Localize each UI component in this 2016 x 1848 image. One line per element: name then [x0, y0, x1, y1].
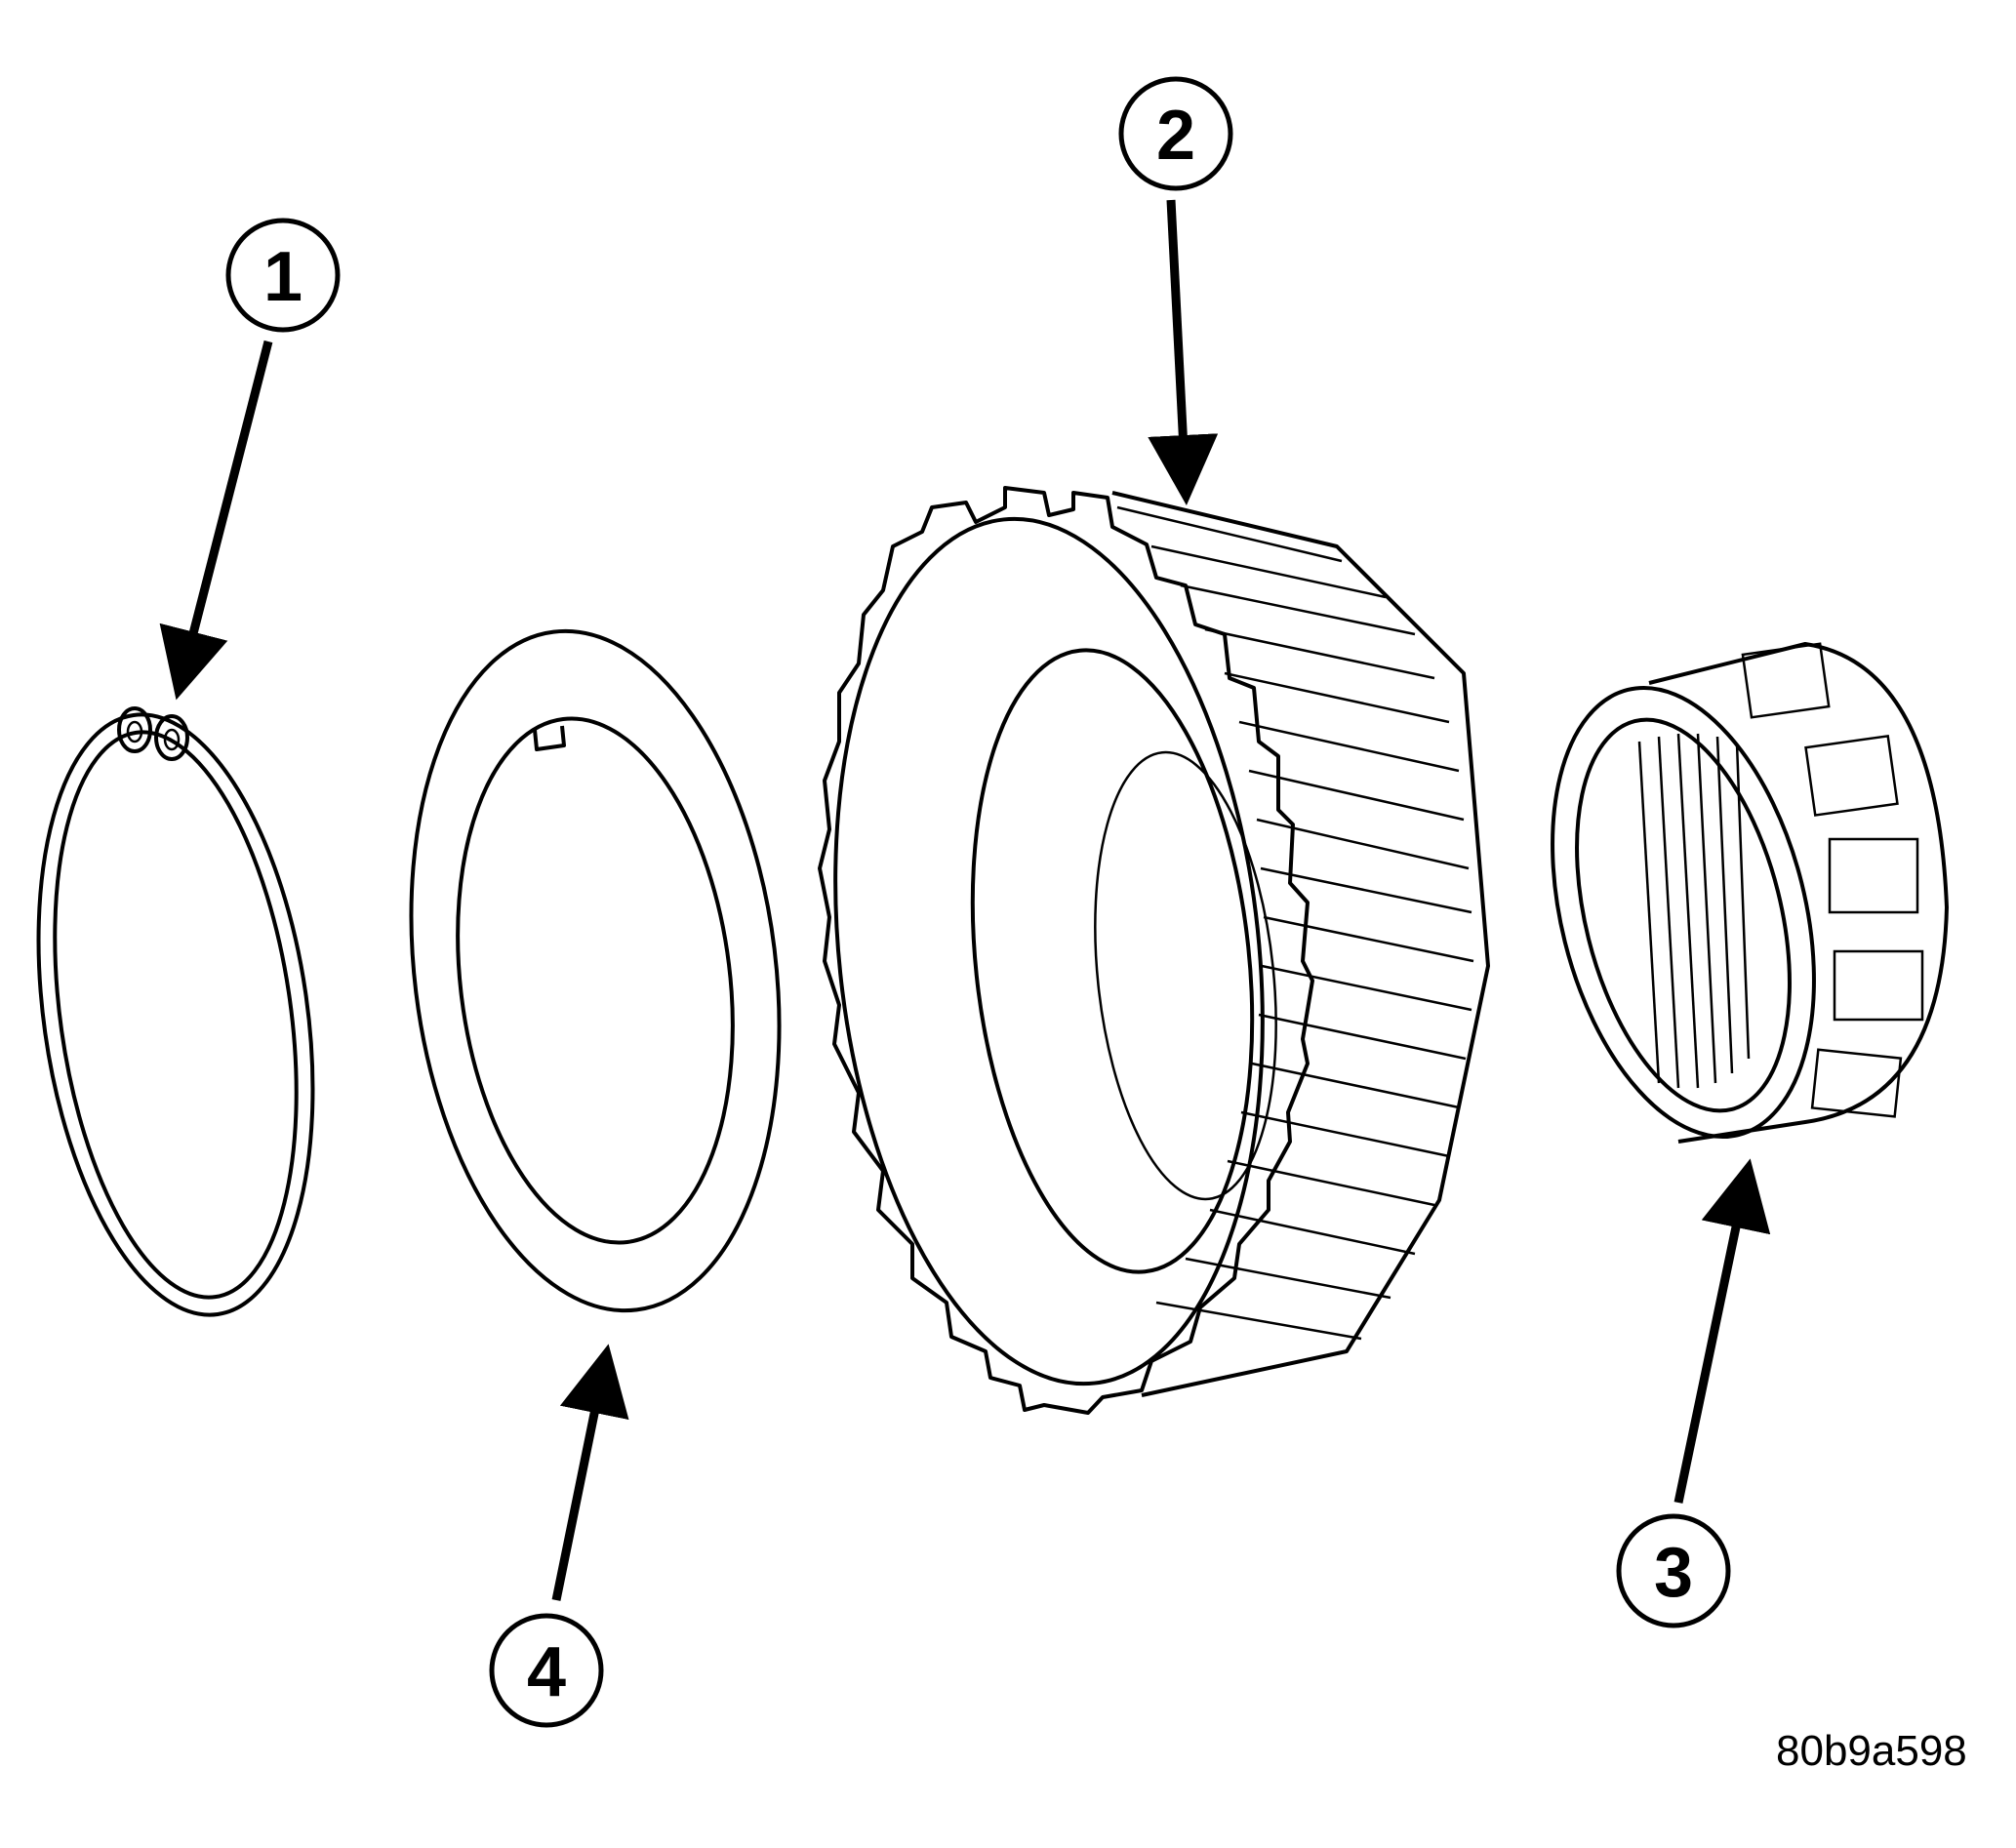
callout-2: 2: [1118, 76, 1233, 191]
callout-2-label: 2: [1156, 97, 1195, 175]
clutch-hub-part: [818, 486, 1490, 1415]
arrow-1: [159, 340, 273, 701]
leader-arrows: [159, 199, 1771, 1601]
callout-3-label: 3: [1654, 1534, 1693, 1612]
snap-ring-part: [36, 706, 315, 1317]
callout-1: 1: [225, 218, 341, 333]
thrust-washer-part: [409, 628, 782, 1313]
callout-4: 4: [489, 1613, 604, 1728]
callout-1-label: 1: [263, 238, 302, 316]
callout-4-label: 4: [527, 1633, 566, 1711]
callout-3: 3: [1616, 1513, 1731, 1628]
arrow-3: [1673, 1158, 1771, 1504]
figure-id: 80b9a598: [1776, 1727, 1967, 1775]
roller-clutch-part: [1551, 642, 1949, 1144]
arrow-4: [551, 1344, 629, 1601]
arrow-2: [1148, 199, 1219, 505]
